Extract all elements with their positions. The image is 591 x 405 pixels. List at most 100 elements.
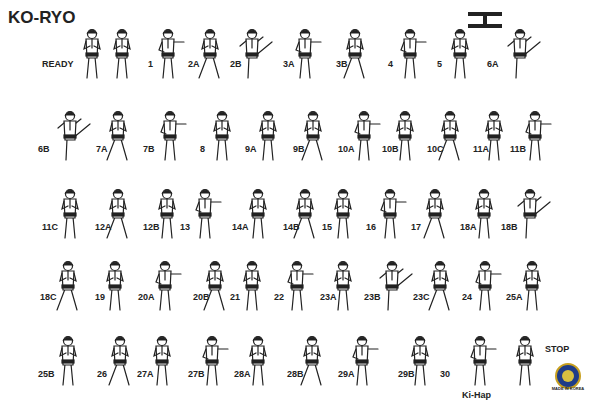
step-label: 28A [234, 369, 251, 380]
step-label: 8 [200, 144, 205, 155]
step-label: 23B [364, 292, 381, 303]
step-label: 27B [188, 369, 205, 380]
figure-pose [335, 262, 351, 311]
figure-pose [107, 262, 123, 311]
figure-pose [203, 337, 228, 386]
step-label: 14A [232, 222, 249, 233]
figure-pose [199, 30, 219, 79]
figure-pose [476, 190, 492, 239]
figure-pose [353, 337, 378, 386]
figure-pose [60, 337, 76, 386]
step-label: 29B [398, 369, 415, 380]
figure-pose [84, 30, 100, 79]
step-label: 13 [180, 222, 190, 233]
figure-pose [397, 112, 413, 161]
step-label: READY [42, 59, 74, 70]
step-label: 1 [148, 59, 153, 70]
figure-pose [214, 112, 230, 161]
figure-pose [302, 112, 322, 161]
figure-pose [335, 190, 351, 239]
step-label: 2A [188, 59, 200, 70]
figure-pose [250, 337, 266, 386]
figure-pose [381, 190, 406, 239]
figure-pose [355, 112, 380, 161]
step-label: 18A [460, 222, 477, 233]
figure-pose [401, 30, 426, 79]
figure-pose [107, 112, 127, 161]
step-label: MADE IN KOREA [552, 386, 584, 391]
step-label: 10C [427, 144, 444, 155]
step-label: 22 [274, 292, 284, 303]
badge-logo [556, 364, 580, 388]
figure-pose [57, 262, 77, 311]
step-label: 27A [137, 369, 154, 380]
step-label: 11B [510, 144, 526, 155]
figure-pose [429, 262, 449, 311]
figure-pose [204, 262, 224, 311]
figure-pose [109, 337, 129, 386]
step-label: 18C [40, 292, 57, 303]
step-label: 24 [462, 292, 472, 303]
step-label: 4 [388, 59, 393, 70]
step-label: 11C [42, 222, 58, 233]
step-label: 19 [95, 292, 105, 303]
step-label: 25A [506, 292, 523, 303]
figure-pose [344, 30, 364, 79]
figure-pose [380, 262, 412, 311]
step-label: Ki-Hap [462, 390, 491, 401]
step-label: 7B [143, 144, 155, 155]
figure-pose [62, 190, 78, 239]
step-label: 26 [97, 369, 107, 380]
step-label: 11A [473, 144, 489, 155]
step-label: 21 [230, 292, 240, 303]
step-label: 23A [320, 292, 337, 303]
step-label: 16 [366, 222, 376, 233]
step-label: 15 [322, 222, 332, 233]
figure-pose [154, 337, 170, 386]
figure-pose [159, 190, 175, 239]
figure-pose [452, 30, 468, 79]
figure-pose [524, 262, 540, 311]
step-label: 29A [338, 369, 355, 380]
figure-pose [159, 30, 184, 79]
figure-pose [156, 262, 181, 311]
step-label: 6A [487, 59, 499, 70]
figure-pose [476, 262, 501, 311]
step-label: STOP [545, 344, 569, 355]
figure-pose [161, 112, 186, 161]
step-label: 3B [336, 59, 348, 70]
figure-pose [508, 30, 540, 79]
step-label: 5 [437, 59, 442, 70]
step-label: 18B [501, 222, 518, 233]
figure-pose [526, 112, 551, 161]
figure-pose [296, 30, 321, 79]
figure-pose [260, 112, 276, 161]
figure-pose [114, 30, 130, 79]
step-label: 9A [245, 144, 257, 155]
step-label: 2B [230, 59, 242, 70]
step-label: 20B [193, 292, 210, 303]
figure-pose [250, 190, 266, 239]
figure-pose [58, 112, 90, 161]
form-title: KO-RYO [8, 8, 75, 28]
figure-pose [244, 262, 260, 311]
figure-pose [301, 337, 321, 386]
step-label: 23C [413, 292, 430, 303]
step-label: 20A [138, 292, 155, 303]
figure-pose [240, 30, 272, 79]
form-symbol [468, 12, 502, 28]
step-label: 25B [38, 369, 55, 380]
step-label: 30 [440, 369, 450, 380]
step-label: 12B [143, 222, 160, 233]
figure-pose [288, 262, 313, 311]
step-label: 17 [411, 222, 421, 233]
figure-pose [517, 337, 533, 386]
step-label: 12A [95, 222, 112, 233]
figure-pose [424, 190, 444, 239]
step-label: 9B [293, 144, 305, 155]
step-label: 3A [283, 59, 295, 70]
step-label: 10B [382, 144, 399, 155]
figure-pose [471, 337, 496, 386]
